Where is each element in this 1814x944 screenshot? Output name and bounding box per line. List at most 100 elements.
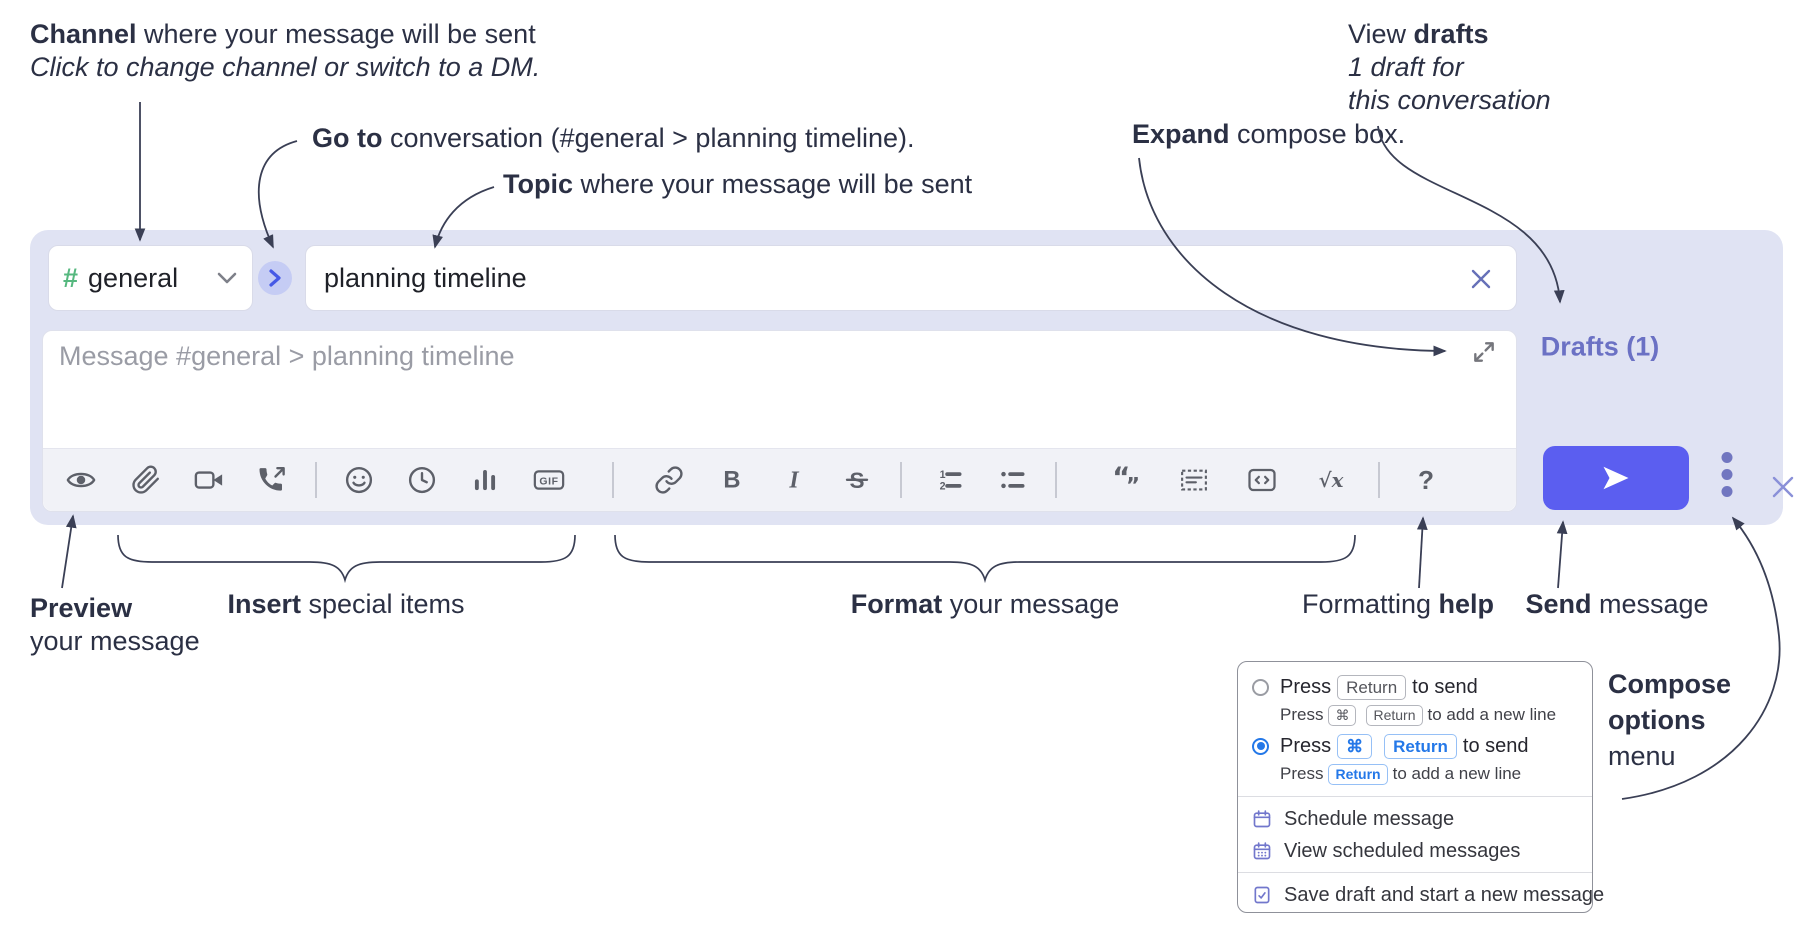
option-enter-sends[interactable]: Press Return to send bbox=[1252, 673, 1582, 701]
compose-options-menu-button[interactable] bbox=[1714, 452, 1740, 504]
arrow-formatting-help bbox=[1416, 516, 1428, 589]
kbd-return: Return bbox=[1384, 733, 1457, 759]
svg-text:“: “ bbox=[1112, 465, 1130, 493]
annotation-format: Format your message bbox=[850, 589, 1120, 619]
brace-format bbox=[614, 534, 1356, 584]
math-button[interactable]: √x bbox=[1315, 464, 1347, 496]
option-enter-sends-subtext: Press ⌘ Return to add a new line bbox=[1280, 704, 1557, 726]
option-cmd-enter-sends[interactable]: Press ⌘ Return to send bbox=[1252, 732, 1582, 760]
video-call-button[interactable] bbox=[193, 464, 225, 496]
channel-selector[interactable]: # general bbox=[48, 245, 253, 311]
bold-icon: B bbox=[723, 467, 740, 494]
menu-separator bbox=[1238, 796, 1592, 797]
radio-checked-icon[interactable] bbox=[1252, 737, 1269, 755]
close-compose-icon[interactable] bbox=[1770, 474, 1796, 500]
svg-text:√x: √x bbox=[1319, 469, 1344, 492]
annotation-formatting-help: Formatting help bbox=[1301, 589, 1495, 619]
kbd-cmd: ⌘ bbox=[1328, 704, 1357, 726]
annotation-preview: Preview your message bbox=[30, 593, 200, 656]
calendar-dots-icon bbox=[1253, 842, 1271, 860]
calendar-icon bbox=[1253, 810, 1271, 828]
spoiler-button[interactable] bbox=[1178, 464, 1210, 496]
emoji-button[interactable] bbox=[343, 464, 375, 496]
annotation-expand: Expand compose box. bbox=[1132, 119, 1406, 149]
svg-text:GIF: GIF bbox=[539, 477, 558, 488]
svg-text:?: ? bbox=[1418, 465, 1434, 495]
kbd-return: Return bbox=[1328, 763, 1388, 785]
insert-link-button[interactable] bbox=[653, 464, 685, 496]
bold-button[interactable]: B bbox=[716, 464, 748, 496]
poll-button[interactable] bbox=[469, 464, 501, 496]
menu-item-view-scheduled-messages[interactable]: View scheduled messages bbox=[1252, 835, 1582, 867]
channel-name: general bbox=[88, 262, 179, 293]
message-panel: GIF B I bbox=[42, 330, 1517, 512]
italic-icon: I bbox=[788, 468, 799, 494]
message-input[interactable] bbox=[57, 339, 1411, 439]
svg-text:1: 1 bbox=[940, 469, 946, 481]
paperclip-icon bbox=[132, 465, 159, 494]
strikethrough-icon: S bbox=[845, 468, 869, 493]
menu-separator bbox=[1238, 872, 1592, 873]
formatting-help-button[interactable]: ? bbox=[1410, 464, 1442, 496]
radio-icon[interactable] bbox=[1252, 678, 1269, 696]
spoiler-icon bbox=[1181, 469, 1207, 491]
annotation-send: Send message bbox=[1525, 589, 1709, 619]
annotation-compose-options: Compose options menu bbox=[1608, 669, 1732, 771]
question-mark-icon: ? bbox=[1418, 465, 1434, 495]
expand-compose-icon[interactable] bbox=[1471, 339, 1497, 365]
svg-text:2: 2 bbox=[940, 481, 946, 493]
kbd-return: Return bbox=[1366, 704, 1423, 726]
chevron-right-icon bbox=[269, 269, 281, 287]
link-icon bbox=[655, 466, 683, 494]
annotation-insert: Insert special items bbox=[227, 589, 465, 619]
eye-icon bbox=[66, 472, 96, 488]
compose-toolbar: GIF B I bbox=[43, 448, 1516, 511]
quote-icon: “ ” bbox=[1112, 465, 1140, 495]
italic-button[interactable]: I bbox=[778, 464, 810, 496]
send-icon bbox=[1603, 466, 1629, 490]
strikethrough-button[interactable]: S bbox=[841, 464, 873, 496]
channel-hash-icon: # bbox=[63, 262, 79, 293]
annotation-view-drafts: View drafts 1 draft for this conversatio… bbox=[1348, 19, 1551, 115]
arrow-preview bbox=[61, 514, 77, 589]
kbd-return: Return bbox=[1337, 674, 1407, 700]
brace-insert bbox=[117, 534, 576, 584]
toolbar-divider bbox=[1378, 462, 1380, 498]
bulleted-list-button[interactable] bbox=[996, 464, 1028, 496]
gif-button[interactable]: GIF bbox=[533, 464, 565, 496]
send-button[interactable] bbox=[1543, 446, 1689, 510]
phone-outgoing-icon bbox=[259, 466, 285, 491]
menu-item-save-draft[interactable]: Save draft and start a new message bbox=[1252, 879, 1604, 911]
kbd-cmd: ⌘ bbox=[1337, 733, 1373, 759]
math-icon: √x bbox=[1319, 469, 1344, 492]
clear-topic-icon[interactable] bbox=[1468, 266, 1494, 292]
numbered-list-icon: 1 2 bbox=[940, 469, 962, 493]
svg-text:B: B bbox=[723, 467, 740, 494]
drafts-link[interactable]: Drafts (1) bbox=[1540, 331, 1660, 362]
numbered-list-button[interactable]: 1 2 bbox=[933, 464, 965, 496]
smiley-icon bbox=[345, 466, 373, 494]
attach-file-button[interactable] bbox=[130, 464, 162, 496]
toolbar-divider bbox=[900, 462, 902, 498]
annotation-channel: Channel where your message will be sent … bbox=[30, 19, 541, 82]
voice-call-button[interactable] bbox=[256, 464, 288, 496]
annotation-topic: Topic where your message will be sent bbox=[503, 169, 973, 199]
bulleted-list-icon bbox=[1001, 471, 1025, 489]
annotation-channel-bold: Channel bbox=[30, 19, 137, 49]
quote-button[interactable]: “ ” bbox=[1110, 464, 1142, 496]
menu-item-schedule-message[interactable]: Schedule message bbox=[1252, 803, 1582, 835]
preview-button[interactable] bbox=[65, 464, 97, 496]
gif-icon: GIF bbox=[533, 470, 565, 490]
topic-input[interactable] bbox=[305, 245, 1517, 311]
save-draft-icon bbox=[1254, 886, 1270, 904]
dot-icon bbox=[1721, 452, 1733, 463]
toolbar-divider bbox=[315, 462, 317, 498]
dot-icon bbox=[1721, 486, 1733, 497]
global-time-button[interactable] bbox=[406, 464, 438, 496]
video-camera-icon bbox=[194, 471, 223, 489]
go-to-conversation-button[interactable] bbox=[258, 261, 292, 295]
compose-options-menu: Press Return to send Press ⌘ Return to a… bbox=[1237, 661, 1604, 913]
code-button[interactable] bbox=[1246, 464, 1278, 496]
svg-text:I: I bbox=[788, 468, 799, 494]
dot-icon bbox=[1721, 469, 1733, 480]
